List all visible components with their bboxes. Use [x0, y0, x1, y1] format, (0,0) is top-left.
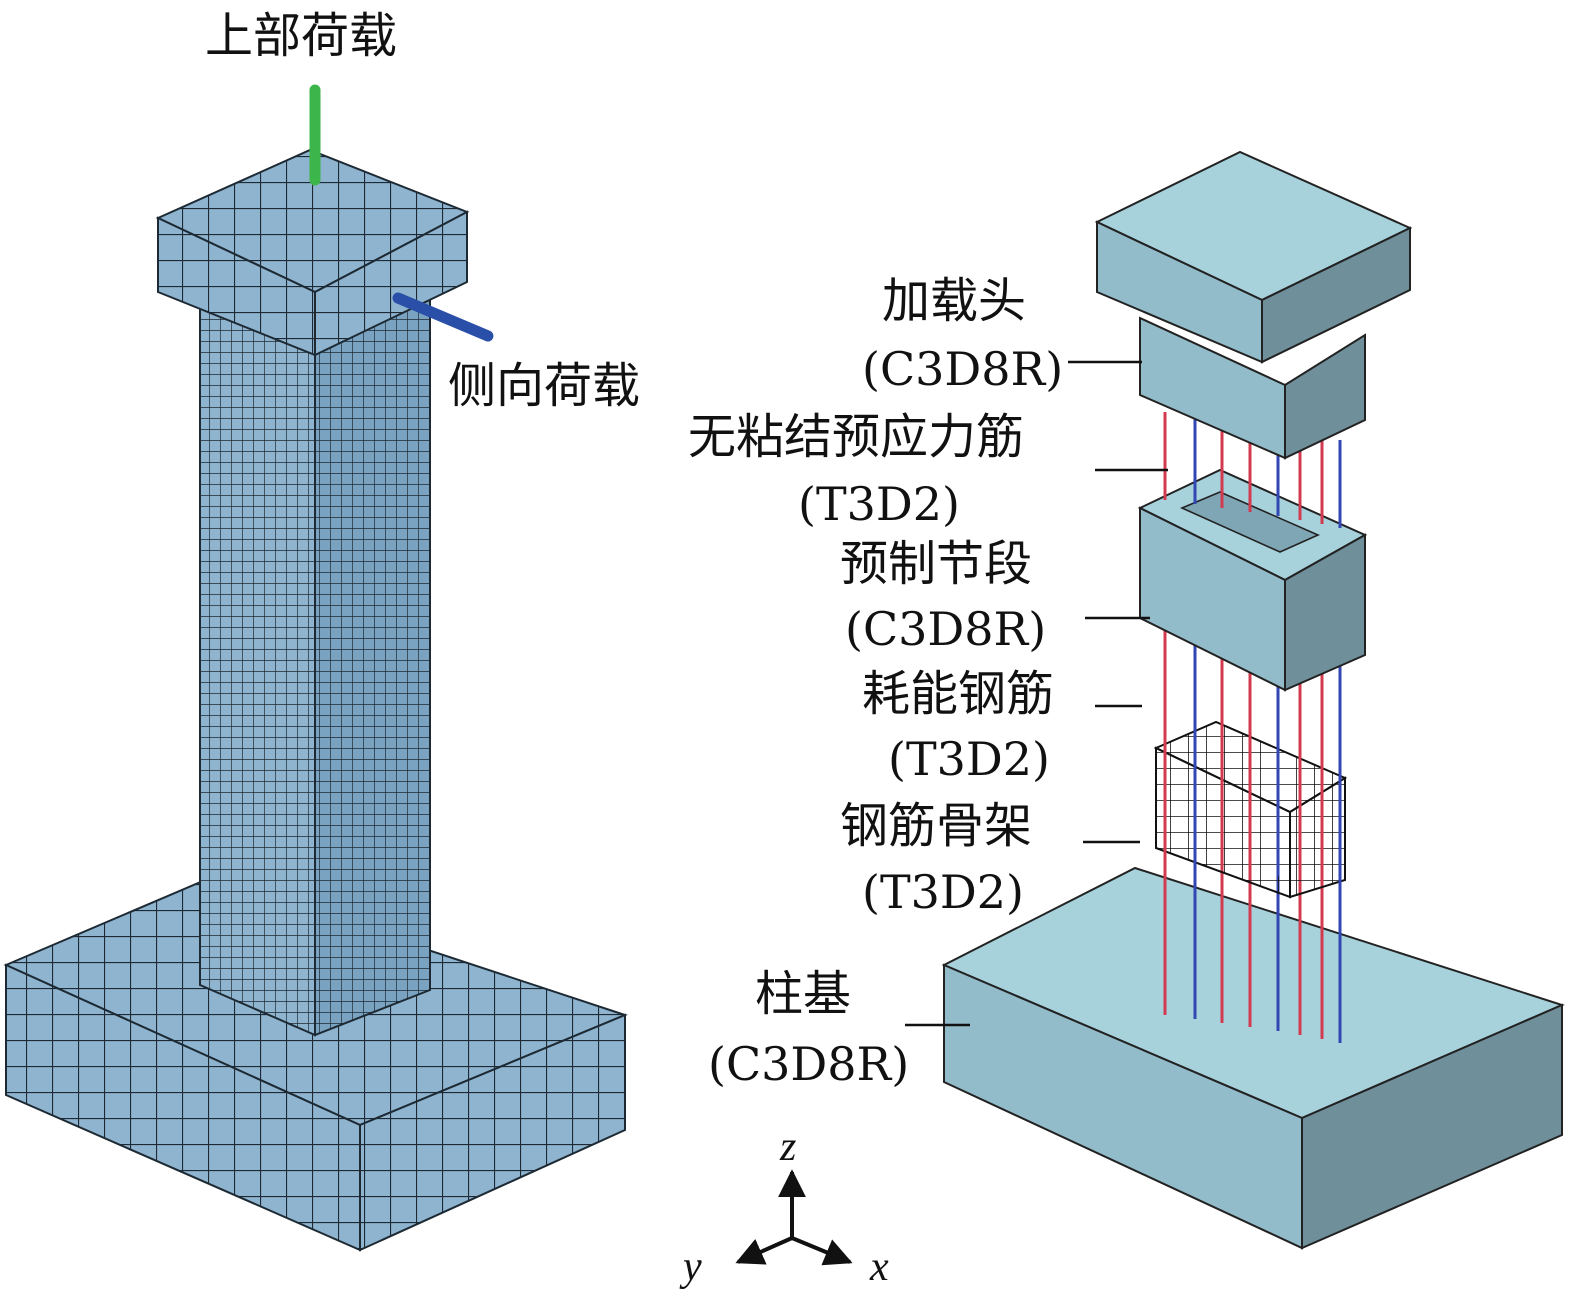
- axis-x-arrow: [791, 1236, 853, 1266]
- tendons-lower: [1163, 860, 1342, 1043]
- axis-y-label: y: [679, 1244, 702, 1290]
- leader-lines: [905, 360, 1168, 1027]
- label-precast-segment-element: (C3D8R): [845, 602, 1046, 656]
- axis-x-label: x: [869, 1244, 889, 1290]
- axis-triad: z y x: [679, 1124, 889, 1290]
- lateral-load-label: 侧向荷载: [448, 358, 640, 414]
- label-energy-rebar: 耗能钢筋: [862, 666, 1054, 722]
- left-loading-head: [155, 148, 470, 357]
- right-column-base: [941, 866, 1565, 1250]
- label-energy-rebar-element: (T3D2): [888, 732, 1050, 786]
- label-rebar-cage-element: (T3D2): [862, 865, 1024, 919]
- axis-y-arrow: [735, 1236, 793, 1265]
- right-exploded-model: 加载头 (C3D8R) 无粘结预应力筋 (T3D2) 预制节段 (C3D8R) …: [688, 150, 1565, 1250]
- label-rebar-cage: 钢筋骨架: [840, 798, 1032, 854]
- right-loading-head: [1094, 150, 1413, 460]
- label-loading-head: 加载头: [882, 273, 1026, 329]
- lateral-load-arrow: [392, 292, 494, 342]
- label-loading-head-element: (C3D8R): [862, 342, 1063, 396]
- vertical-load-label: 上部荷载: [205, 8, 397, 64]
- tendons-upper: [1163, 412, 1342, 528]
- axis-z-label: z: [779, 1124, 796, 1170]
- label-column-base: 柱基: [755, 966, 851, 1022]
- left-column-shaft: [199, 298, 431, 1037]
- precast-segment: [1137, 468, 1368, 692]
- component-labels: 加载头 (C3D8R) 无粘结预应力筋 (T3D2) 预制节段 (C3D8R) …: [688, 273, 1063, 1091]
- label-prestress-tendon-element: (T3D2): [798, 477, 960, 531]
- label-prestress-tendon: 无粘结预应力筋: [688, 409, 1024, 465]
- label-column-base-element: (C3D8R): [708, 1037, 909, 1091]
- left-mesh-model: 上部荷载 侧向荷载: [3, 8, 640, 1252]
- label-precast-segment: 预制节段: [840, 536, 1032, 592]
